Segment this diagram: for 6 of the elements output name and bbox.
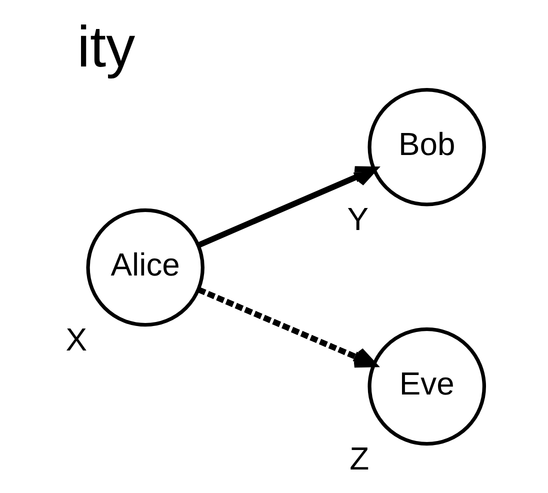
node-label: Z xyxy=(349,440,369,476)
node-circle: Bob xyxy=(367,88,486,206)
node-circle: Eve xyxy=(367,327,486,446)
node-label: X xyxy=(65,321,87,358)
diagram-title: ity xyxy=(76,14,135,80)
node-circle: Alice xyxy=(86,208,204,327)
